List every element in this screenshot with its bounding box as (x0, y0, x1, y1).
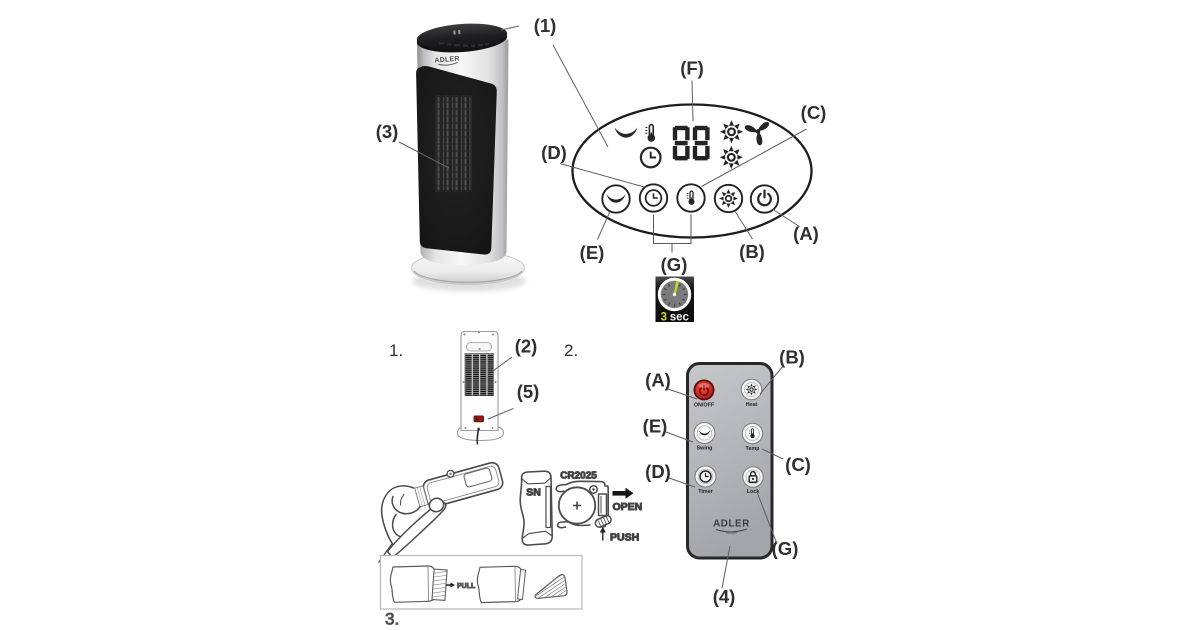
svg-text:Timer: Timer (698, 489, 713, 495)
svg-text:3: 3 (661, 312, 667, 324)
svg-text:(5): (5) (517, 381, 540, 402)
svg-text:ON/OFF: ON/OFF (694, 403, 715, 409)
svg-text:(2): (2) (515, 336, 538, 357)
svg-text:OPEN: OPEN (613, 501, 643, 513)
svg-text:(A): (A) (793, 223, 819, 244)
svg-text:(3): (3) (376, 121, 399, 142)
svg-text:PULL: PULL (457, 583, 476, 590)
svg-text:PUSH: PUSH (610, 532, 639, 544)
svg-text:Swing: Swing (697, 446, 713, 452)
svg-text:3.: 3. (385, 610, 399, 629)
svg-text:(B): (B) (739, 241, 765, 262)
svg-text:(G): (G) (772, 538, 799, 559)
svg-text:1.: 1. (389, 341, 403, 360)
svg-text:(G): (G) (661, 254, 688, 275)
svg-text:(B): (B) (779, 347, 805, 368)
svg-text:sec: sec (670, 312, 690, 324)
svg-text:(E): (E) (643, 416, 668, 437)
svg-text:Heat: Heat (746, 402, 758, 408)
svg-text:Temp: Temp (746, 446, 761, 452)
svg-text:(F): (F) (680, 58, 704, 79)
svg-text:SN: SN (526, 487, 541, 499)
svg-text:europe: europe (726, 531, 737, 535)
svg-text:Lock: Lock (747, 489, 760, 495)
svg-text:CR2025: CR2025 (560, 471, 597, 482)
svg-text:(C): (C) (801, 102, 827, 123)
svg-text:(E): (E) (580, 242, 605, 263)
svg-text:(4): (4) (713, 586, 736, 607)
svg-text:(C): (C) (785, 454, 811, 475)
svg-text:(A): (A) (645, 370, 671, 391)
svg-text:ADLER: ADLER (434, 56, 460, 65)
svg-text:2.: 2. (564, 341, 578, 360)
svg-text:(1): (1) (534, 15, 557, 36)
svg-text:(D): (D) (541, 142, 567, 163)
svg-text:(D): (D) (645, 461, 671, 482)
svg-text:ADLER: ADLER (713, 519, 750, 530)
